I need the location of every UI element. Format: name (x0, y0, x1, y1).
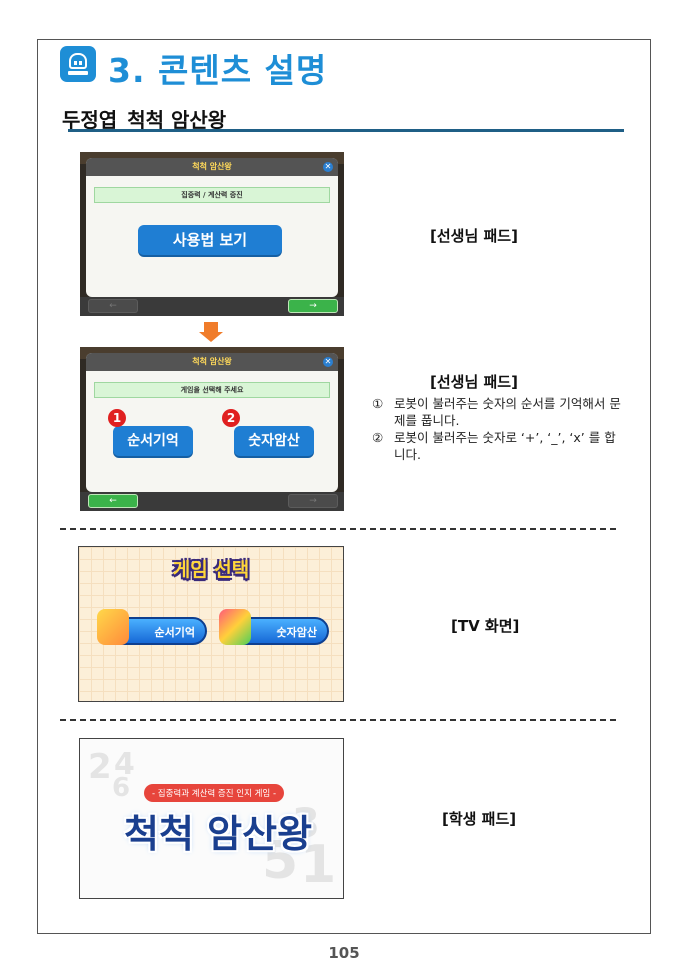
dashed-divider (60, 528, 616, 530)
sequence-memory-button[interactable]: 순서기억 (113, 426, 193, 456)
numbers-icon (97, 609, 129, 645)
close-icon[interactable]: ✕ (323, 357, 333, 367)
arrow-down-icon (199, 322, 223, 342)
deco-number: 5 (262, 831, 299, 891)
deco-number: 6 (112, 773, 131, 803)
window-title: 척척 암산왕 (86, 158, 338, 176)
window-title: 척척 암산왕 (86, 353, 338, 371)
description-item-1: ① 로봇이 불러주는 숫자의 순서를 기억해서 문제를 풉니다. (372, 395, 622, 429)
deco-number: 4 (114, 747, 135, 782)
info-banner: 게임을 선택해 주세요 (94, 382, 330, 398)
deco-number: 3 (292, 801, 320, 847)
game-logo-title: 척척 암산왕 (124, 812, 313, 856)
number-badge-1: 1 (108, 409, 126, 427)
teacher-pad-label-2: [선생님 패드] (430, 373, 518, 391)
student-pad-label: [학생 패드] (442, 810, 517, 828)
subtitle-underline (68, 129, 624, 132)
page-frame (37, 39, 651, 934)
tv-screenshot: 게임 선택 순서기억 숫자암산 (78, 546, 344, 702)
how-to-use-button[interactable]: 사용법 보기 (138, 225, 282, 255)
teacher-pad-label-1: [선생님 패드] (430, 227, 518, 245)
mental-math-button[interactable]: 숫자암산 (234, 426, 314, 456)
dashed-divider (60, 719, 616, 721)
description-item-2: ② 로봇이 불러주는 숫자로 ‘+’, ‘_’, ‘x’ 를 합니다. (372, 429, 622, 463)
prev-button[interactable]: ← (88, 299, 138, 313)
page-number: 105 (328, 944, 360, 962)
teacher-pad-screenshot-2: 척척 암산왕 ✕ 게임을 선택해 주세요 순서기억 1 숫자암산 2 ← → (80, 347, 344, 511)
tv-title: 게임 선택 (172, 559, 250, 581)
description-list: ① 로봇이 불러주는 숫자의 순서를 기억해서 문제를 풉니다. ② 로봇이 불… (372, 395, 622, 463)
math-symbols-icon (219, 609, 251, 645)
game-tagline: - 집중력과 계산력 증진 인지 게임 - (144, 784, 285, 802)
section-title: 3. 콘텐츠 설명 (108, 51, 328, 90)
deco-number: 2 (88, 747, 112, 787)
deco-number: 1 (300, 835, 337, 895)
item-text: 로봇이 불러주는 숫자의 순서를 기억해서 문제를 풉니다. (394, 396, 621, 428)
robot-icon (60, 46, 96, 82)
item-text: 로봇이 불러주는 숫자로 ‘+’, ‘_’, ‘x’ 를 합니다. (394, 430, 616, 462)
content-subtitle: 두정엽_척척 암산왕 (62, 108, 227, 132)
info-banner: 집중력 / 계산력 증진 (94, 187, 330, 203)
number-badge-2: 2 (222, 409, 240, 427)
prev-button[interactable]: ← (88, 494, 138, 508)
item-marker: ① (372, 396, 384, 411)
next-button[interactable]: → (288, 494, 338, 508)
student-pad-screenshot: 2 4 6 3 5 1 - 집중력과 계산력 증진 인지 게임 - 척척 암산왕 (79, 738, 344, 899)
tv-label: [TV 화면] (451, 617, 520, 635)
next-button[interactable]: → (288, 299, 338, 313)
teacher-pad-screenshot-1: 척척 암산왕 ✕ 집중력 / 계산력 증진 사용법 보기 ← → (80, 152, 344, 316)
close-icon[interactable]: ✕ (323, 162, 333, 172)
item-marker: ② (372, 430, 384, 445)
